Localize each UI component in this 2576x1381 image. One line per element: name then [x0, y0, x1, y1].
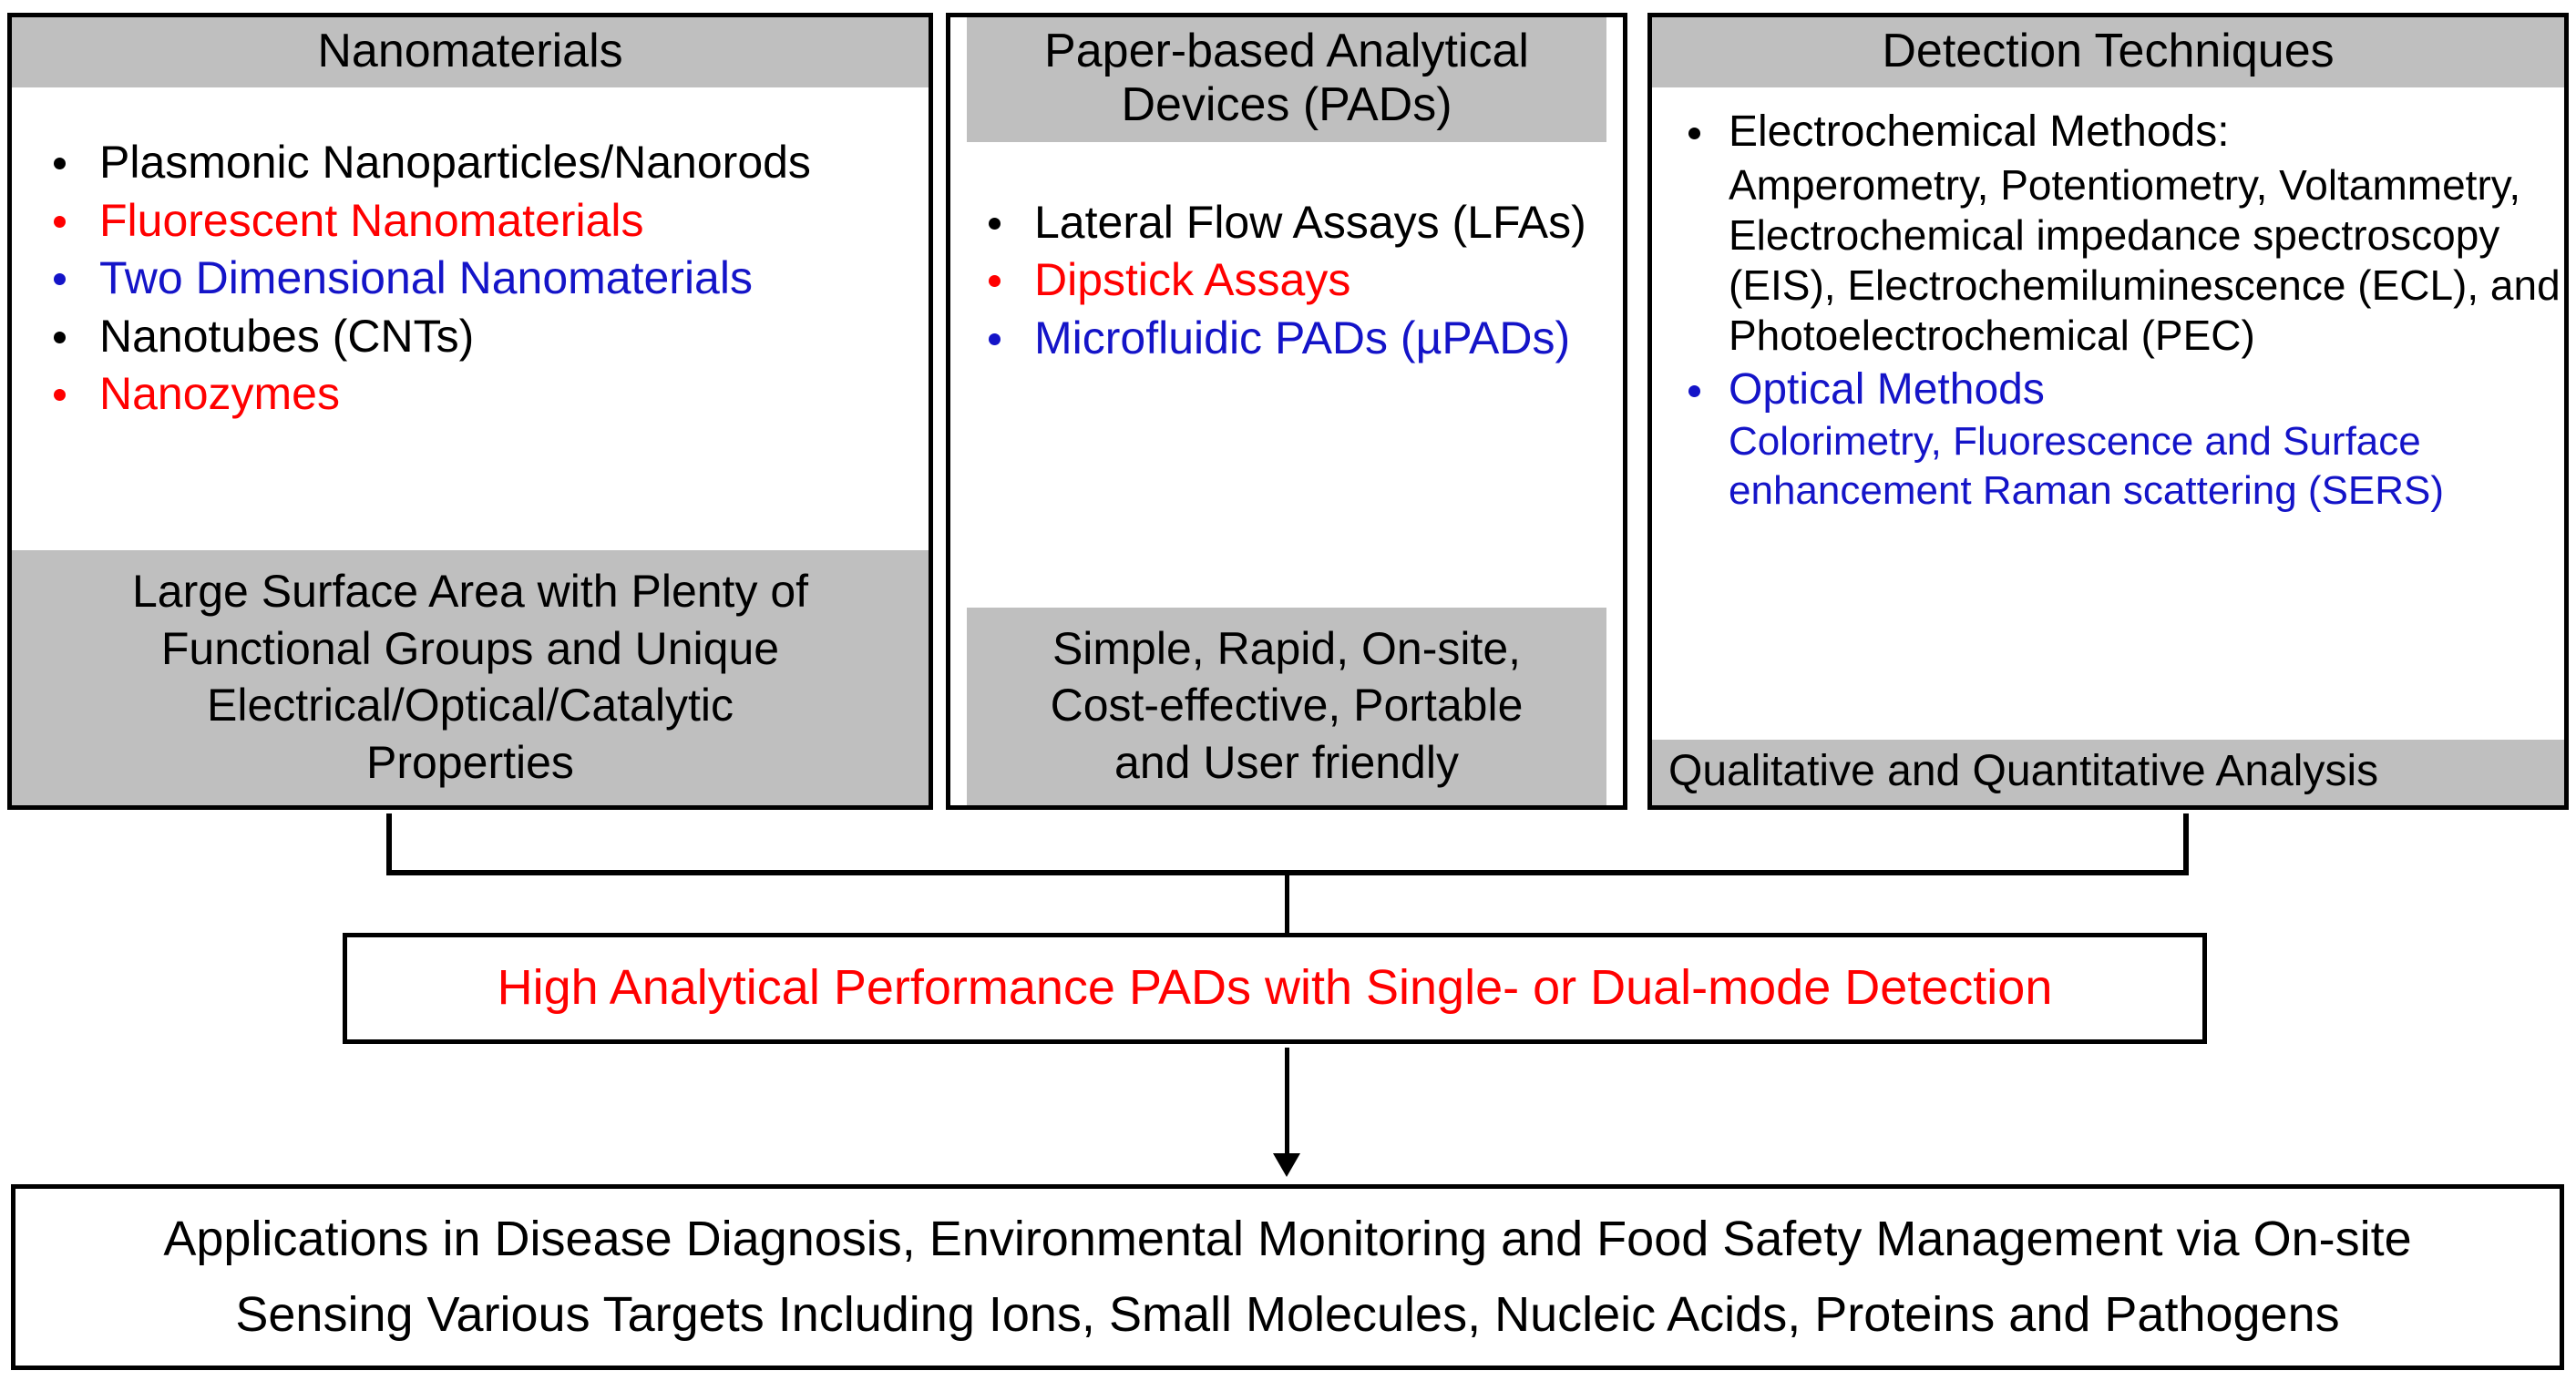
list-item-label: Two Dimensional Nanomaterials — [99, 252, 753, 304]
list-item-detail: Colorimetry, Fluorescence and Surface en… — [1729, 419, 2445, 513]
list-item: Lateral Flow Assays (LFAs) — [963, 195, 1623, 251]
box-applications: Applications in Disease Diagnosis, Envir… — [11, 1184, 2564, 1370]
bracket-stem-connector — [1285, 873, 1289, 936]
nanomaterials-list: Plasmonic Nanoparticles/Nanorods Fluores… — [28, 135, 929, 423]
list-item-label: Microfluidic PADs (µPADs) — [1034, 312, 1571, 363]
list-item-detail: Amperometry, Potentiometry, Voltammetry,… — [1729, 160, 2561, 360]
bullet-dot-icon — [54, 389, 66, 402]
panel-footer-detection: Qualitative and Quantitative Analysis — [1652, 740, 2564, 805]
panel-title-pads: Paper-based Analytical Devices (PADs) — [967, 17, 1606, 142]
list-item: Electrochemical Methods: Amperometry, Po… — [1663, 106, 2564, 361]
panel-title-detection: Detection Techniques — [1652, 17, 2564, 88]
down-arrow-icon — [1273, 1048, 1300, 1177]
list-item: Nanozymes — [28, 366, 929, 423]
panel-footer-pads: Simple, Rapid, On-site, Cost-effective, … — [967, 607, 1606, 805]
bullet-dot-icon — [989, 332, 1001, 345]
panel-detection-techniques: Detection Techniques Electrochemical Met… — [1647, 13, 2569, 810]
performance-label: High Analytical Performance PADs with Si… — [497, 960, 2053, 1016]
panel-body-detection: Electrochemical Methods: Amperometry, Po… — [1652, 87, 2564, 740]
bullet-dot-icon — [989, 275, 1001, 288]
list-item-label: Electrochemical Methods: — [1729, 107, 2230, 157]
list-item: Microfluidic PADs (µPADs) — [963, 311, 1623, 367]
bullet-dot-icon — [54, 331, 66, 343]
bullet-dot-icon — [1688, 128, 1700, 140]
panel-footer-nanomaterials: Large Surface Area with Plenty of Functi… — [12, 550, 929, 805]
list-item-label: Nanozymes — [99, 368, 340, 420]
bullet-dot-icon — [989, 217, 1001, 230]
bullet-dot-icon — [1688, 384, 1700, 397]
panel-pads: Paper-based Analytical Devices (PADs) La… — [946, 13, 1627, 810]
list-item: Two Dimensional Nanomaterials — [28, 251, 929, 307]
applications-line-1: Applications in Disease Diagnosis, Envir… — [163, 1211, 2412, 1266]
list-item-label: Lateral Flow Assays (LFAs) — [1034, 196, 1586, 248]
bracket-right-arm — [2183, 813, 2189, 875]
list-item: Nanotubes (CNTs) — [28, 309, 929, 365]
list-item: Dipstick Assays — [963, 252, 1623, 309]
bracket-left-arm — [386, 813, 392, 875]
list-item: Optical Methods Colorimetry, Fluorescenc… — [1663, 363, 2564, 516]
applications-line-2: Sensing Various Targets Including Ions, … — [235, 1287, 2340, 1342]
panel-body-pads: Lateral Flow Assays (LFAs) Dipstick Assa… — [950, 142, 1623, 608]
list-item-label: Plasmonic Nanoparticles/Nanorods — [99, 137, 811, 189]
panel-title-nanomaterials: Nanomaterials — [12, 17, 929, 88]
list-item: Plasmonic Nanoparticles/Nanorods — [28, 135, 929, 191]
list-item-label: Nanotubes (CNTs) — [99, 310, 475, 362]
pads-list: Lateral Flow Assays (LFAs) Dipstick Assa… — [963, 195, 1623, 367]
list-item: Fluorescent Nanomaterials — [28, 193, 929, 250]
list-item-label: Fluorescent Nanomaterials — [99, 194, 644, 246]
list-item-label: Optical Methods — [1729, 364, 2045, 414]
list-item-label: Dipstick Assays — [1034, 254, 1351, 306]
box-high-analytical-performance: High Analytical Performance PADs with Si… — [343, 933, 2207, 1044]
panel-body-nanomaterials: Plasmonic Nanoparticles/Nanorods Fluores… — [12, 87, 929, 550]
bullet-dot-icon — [54, 158, 66, 170]
bullet-dot-icon — [54, 273, 66, 286]
arrow-head-icon — [1273, 1153, 1300, 1177]
bracket-connector — [386, 813, 2189, 875]
detection-list: Electrochemical Methods: Amperometry, Po… — [1663, 106, 2564, 515]
bullet-dot-icon — [54, 215, 66, 228]
panel-nanomaterials: Nanomaterials Plasmonic Nanoparticles/Na… — [7, 13, 933, 810]
